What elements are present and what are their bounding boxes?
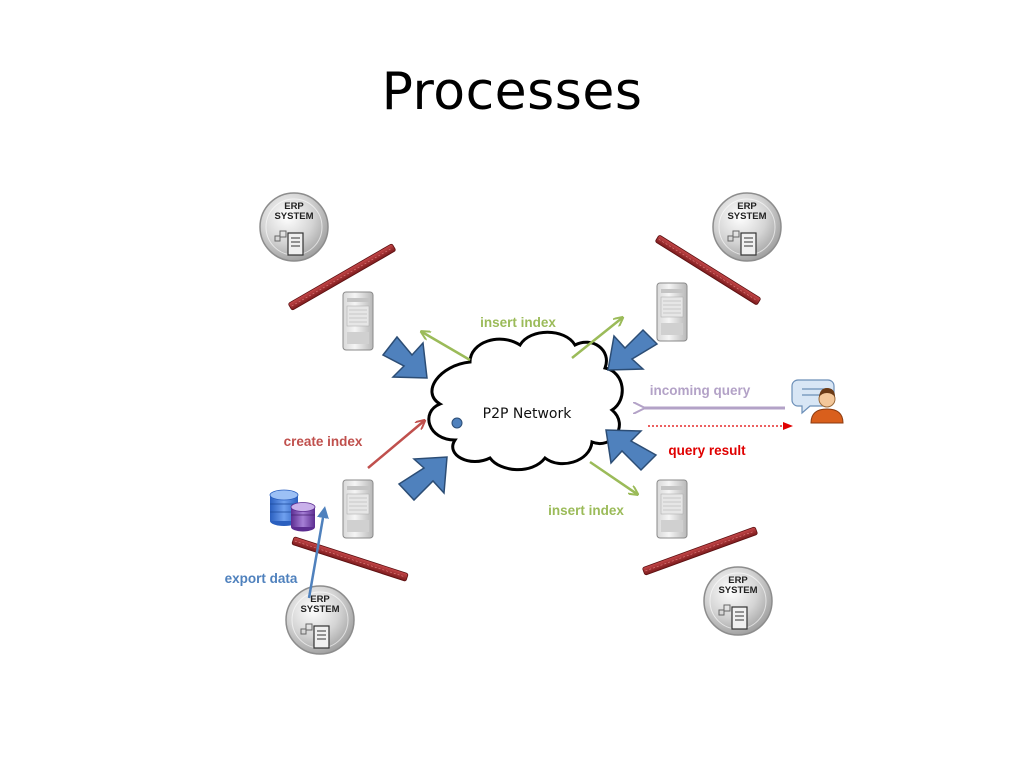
query-result-label: query result xyxy=(668,443,746,458)
incoming-query-label: incoming query xyxy=(650,383,751,398)
user-chat-icon xyxy=(791,379,844,424)
blue-arrow-bottom-right xyxy=(605,429,658,472)
insert-index-arrow-right xyxy=(571,318,622,359)
erp-system-icon-bottom-right: ERP SYSTEM xyxy=(703,566,773,636)
svg-text:ERP: ERP xyxy=(728,575,748,586)
cloud-node-dot xyxy=(451,417,463,429)
export-data-label: export data xyxy=(225,571,298,586)
blue-arrow-top-right xyxy=(607,328,659,371)
cloud-label: P2P Network xyxy=(483,406,573,422)
svg-text:ERP: ERP xyxy=(737,201,757,212)
slide-title: Processes xyxy=(381,62,643,122)
server-tower-icon-bottom-left xyxy=(342,479,374,539)
erp-system-icon-top-left: ERP SYSTEM xyxy=(259,192,329,262)
svg-text:ERP: ERP xyxy=(310,594,330,605)
svg-text:ERP: ERP xyxy=(284,201,304,212)
erp-system-icon-top-right: ERP SYSTEM xyxy=(712,192,782,262)
server-tower-icon-bottom-right xyxy=(656,479,688,539)
blue-arrow-bottom-left xyxy=(397,456,448,502)
insert-index-arrow-bottom xyxy=(589,460,637,494)
create-index-arrow xyxy=(367,421,424,469)
create-index-label: create index xyxy=(284,434,363,449)
firewall-icon-bottom-left xyxy=(291,536,409,582)
insert-index-label-top: insert index xyxy=(480,315,556,330)
insert-index-arrow-left xyxy=(422,332,471,362)
insert-index-label-bottom: insert index xyxy=(548,503,624,518)
svg-text:SYSTEM: SYSTEM xyxy=(274,211,313,222)
export-data-arrow xyxy=(307,506,329,599)
server-tower-icon-top-right xyxy=(656,282,688,342)
database-icon xyxy=(269,489,316,532)
server-tower-icon-top-left xyxy=(342,291,374,351)
svg-text:SYSTEM: SYSTEM xyxy=(300,604,339,615)
erp-system-icon-bottom-left: ERP SYSTEM xyxy=(285,585,355,655)
svg-text:SYSTEM: SYSTEM xyxy=(727,211,766,222)
p2p-cloud-icon xyxy=(427,330,624,472)
blue-arrow-top-left xyxy=(381,335,428,379)
svg-text:SYSTEM: SYSTEM xyxy=(718,585,757,596)
